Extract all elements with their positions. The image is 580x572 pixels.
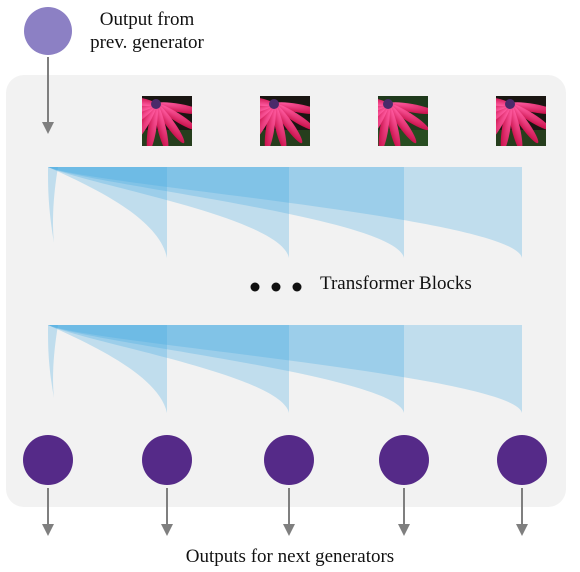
input-label: Output from prev. generator (72, 8, 222, 54)
output-token-node (23, 435, 73, 485)
attention-curve (48, 325, 58, 398)
attention-curve (48, 167, 404, 258)
output-token-node (497, 435, 547, 485)
input-label-line1: Output from (99, 9, 195, 30)
attention-curve (48, 167, 58, 243)
generator-container (6, 75, 566, 507)
attention-block (48, 325, 522, 413)
transformer-attention-fans (48, 167, 522, 413)
attention-curve (48, 167, 522, 258)
transformer-blocks-label: Transformer Blocks (320, 273, 472, 294)
attention-block (48, 167, 522, 258)
input-label-line2: prev. generator (90, 32, 204, 53)
attention-curve (48, 167, 167, 258)
pink-daisy-flower-image (142, 96, 192, 146)
ellipsis-dots (250, 282, 302, 292)
output-token-node (142, 435, 192, 485)
image-thumbnails (142, 96, 546, 146)
attention-curve (48, 325, 289, 413)
input-token-node (24, 7, 72, 55)
output-token-node (264, 435, 314, 485)
output-token-nodes (23, 435, 547, 536)
outputs-label: Outputs for next generators (185, 546, 395, 567)
attention-curve (48, 325, 167, 413)
attention-curve (48, 325, 404, 413)
ellipsis-dot (271, 282, 281, 292)
attention-curve (48, 325, 522, 413)
pink-daisy-flower-image (496, 96, 546, 146)
ellipsis-dot (250, 282, 260, 292)
attention-curve (48, 167, 289, 258)
ellipsis-dot (292, 282, 302, 292)
pink-daisy-flower-image (378, 96, 428, 146)
pink-daisy-flower-image (260, 96, 310, 146)
output-token-node (379, 435, 429, 485)
